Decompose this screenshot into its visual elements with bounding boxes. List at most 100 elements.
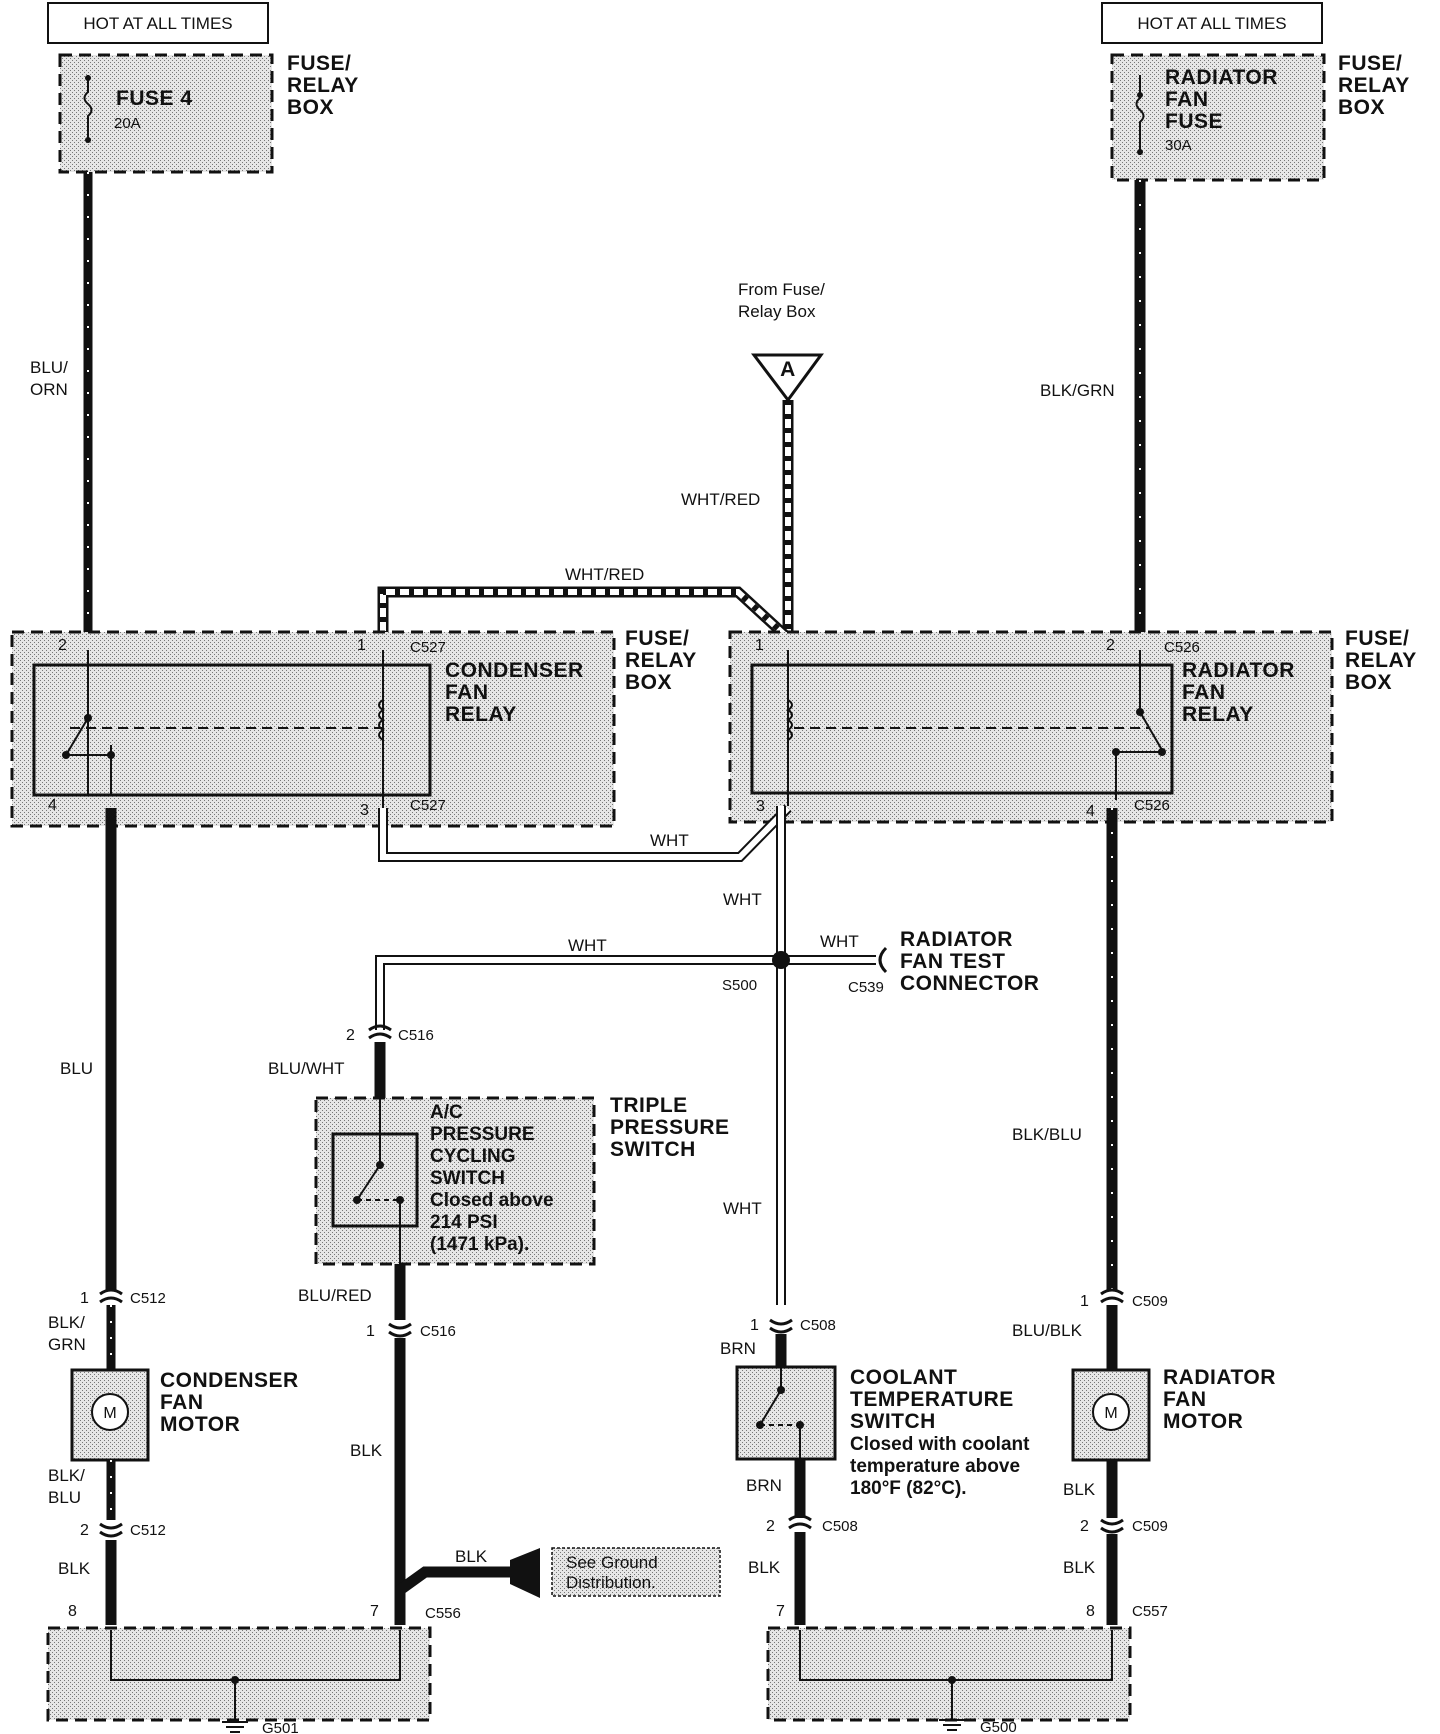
svg-text:SWITCH: SWITCH [430, 1168, 505, 1189]
condenser-fan-motor-label: CONDENSER FAN MOTOR [160, 1369, 299, 1436]
svg-text:RELAY: RELAY [625, 649, 697, 672]
svg-text:Relay Box: Relay Box [738, 302, 816, 321]
svg-text:FAN: FAN [445, 681, 489, 704]
right-fuse-box-label: FUSE/ RELAY BOX [1338, 52, 1410, 119]
svg-text:RADIATOR: RADIATOR [900, 928, 1013, 951]
connector-c508-top: 1 C508 [750, 1317, 836, 1334]
wire-label-brn-2: BRN [746, 1476, 782, 1495]
svg-text:FUSE/: FUSE/ [1338, 52, 1402, 75]
svg-text:C556: C556 [425, 1605, 461, 1622]
triple-pressure-switch: A/C PRESSURE CYCLING SWITCH Closed above… [314, 1096, 596, 1266]
radiator-relay-box-label: FUSE/ RELAY BOX [1345, 627, 1416, 694]
wire-label-blk-5: BLK [1063, 1480, 1096, 1499]
svg-text:C509: C509 [1132, 1293, 1168, 1310]
svg-text:GRN: GRN [48, 1335, 86, 1354]
connector-c512-top: 1 C512 [80, 1288, 166, 1307]
svg-text:C516: C516 [398, 1027, 434, 1044]
coolant-temperature-switch [735, 1365, 837, 1461]
connector-a-letter: A [780, 358, 796, 381]
svg-text:8: 8 [68, 1603, 77, 1620]
ground-block-right: 7 8 C557 G500 [766, 1603, 1168, 1734]
svg-text:Closed with coolant: Closed with coolant [850, 1434, 1030, 1455]
wire-label-wht-red-top: WHT/RED [565, 565, 644, 584]
svg-text:CYCLING: CYCLING [430, 1146, 516, 1167]
radiator-motor-symbol: M [1104, 1405, 1117, 1422]
svg-text:180°F (82°C).: 180°F (82°C). [850, 1478, 967, 1499]
svg-text:BOX: BOX [287, 96, 334, 119]
svg-text:1: 1 [750, 1317, 759, 1334]
splice-label: S500 [722, 977, 757, 994]
splice-dot [772, 951, 790, 969]
svg-text:2: 2 [346, 1027, 355, 1044]
left-fuse-symbol [83, 75, 93, 140]
condenser-relay-box-label: FUSE/ RELAY BOX [625, 627, 697, 694]
svg-text:MOTOR: MOTOR [1163, 1410, 1243, 1433]
svg-text:1: 1 [1080, 1293, 1089, 1310]
test-connector-label: RADIATOR FAN TEST CONNECTOR [900, 928, 1039, 995]
svg-text:TRIPLE: TRIPLE [610, 1094, 688, 1117]
svg-text:4: 4 [48, 797, 57, 814]
svg-text:2: 2 [1080, 1518, 1089, 1535]
wire-wht-to-switch [375, 955, 781, 1030]
wire-label-blk-grn: BLK/GRN [1040, 381, 1115, 400]
wire-blk-ground-branch [394, 1548, 540, 1605]
left-hot-box: HOT AT ALL TIMES [47, 2, 269, 44]
wire-label-blk-6: BLK [1063, 1558, 1096, 1577]
wire-label-wht-relay-link: WHT [650, 831, 689, 850]
svg-text:C516: C516 [420, 1323, 456, 1340]
svg-text:RADIATOR: RADIATOR [1182, 659, 1295, 682]
svg-text:C508: C508 [822, 1518, 858, 1535]
left-fuse-box-label: FUSE/ RELAY BOX [287, 52, 358, 119]
svg-text:SWITCH: SWITCH [850, 1410, 936, 1433]
svg-text:RELAY: RELAY [1182, 703, 1254, 726]
svg-text:1: 1 [366, 1323, 375, 1340]
svg-text:PRESSURE: PRESSURE [610, 1116, 730, 1139]
right-hot-label: HOT AT ALL TIMES [1137, 14, 1286, 33]
svg-text:2: 2 [80, 1522, 89, 1539]
condenser-relay-box: CONDENSER FAN RELAY 2 1 4 3 C527 C527 [10, 630, 616, 828]
svg-text:FUSE/: FUSE/ [625, 627, 689, 650]
svg-text:C527: C527 [410, 797, 446, 814]
svg-text:4: 4 [1086, 803, 1095, 820]
svg-text:Distribution.: Distribution. [566, 1573, 656, 1592]
wire-label-blk-blu: BLK/BLU [1012, 1125, 1082, 1144]
svg-text:RELAY: RELAY [1338, 74, 1410, 97]
svg-text:FAN: FAN [1182, 681, 1226, 704]
svg-text:CONDENSER: CONDENSER [160, 1369, 299, 1392]
wire-label-blu-orn-1: BLU/ [30, 358, 68, 377]
connector-c512-bottom: 2 C512 [80, 1522, 166, 1539]
svg-text:FAN: FAN [1165, 88, 1209, 111]
svg-text:C526: C526 [1164, 639, 1200, 656]
wire-label-blu-orn-2: ORN [30, 380, 68, 399]
svg-text:BLK/: BLK/ [48, 1313, 85, 1332]
ground-distribution-note: See Ground Distribution. [551, 1547, 721, 1597]
wire-label-wht-d: WHT [723, 1199, 762, 1218]
svg-text:RADIATOR: RADIATOR [1165, 66, 1278, 89]
svg-text:temperature above: temperature above [850, 1456, 1020, 1477]
coolant-switch-label: COOLANT TEMPERATURE SWITCH Closed with c… [850, 1366, 1030, 1499]
svg-text:1: 1 [357, 637, 366, 654]
svg-text:FUSE/: FUSE/ [287, 52, 351, 75]
svg-text:C509: C509 [1132, 1518, 1168, 1535]
svg-text:CONDENSER: CONDENSER [445, 659, 584, 682]
svg-text:C512: C512 [130, 1290, 166, 1307]
test-connector-id: C539 [848, 979, 884, 996]
ground-right-id: G500 [980, 1719, 1017, 1734]
svg-text:1: 1 [80, 1290, 89, 1307]
wire-label-blk-1: BLK [58, 1559, 91, 1578]
svg-text:BLK/: BLK/ [48, 1466, 85, 1485]
svg-text:2: 2 [1106, 637, 1115, 654]
right-fuse-box: RADIATOR FAN FUSE 30A [1110, 53, 1326, 182]
wire-label-wht-a: WHT [723, 890, 762, 909]
wire-label-blk-2: BLK [350, 1441, 383, 1460]
wire-label-blk-3: BLK [455, 1547, 488, 1566]
svg-text:30A: 30A [1165, 137, 1192, 154]
wire-label-blu-wht: BLU/WHT [268, 1059, 345, 1078]
connector-c516-top: 2 C516 [346, 1024, 434, 1044]
wire-label-wht-c: WHT [820, 932, 859, 951]
connector-c509-top: 1 C509 [1080, 1288, 1168, 1310]
svg-text:BLU: BLU [48, 1488, 81, 1507]
svg-text:FAN: FAN [160, 1391, 204, 1414]
svg-text:214 PSI: 214 PSI [430, 1212, 498, 1233]
